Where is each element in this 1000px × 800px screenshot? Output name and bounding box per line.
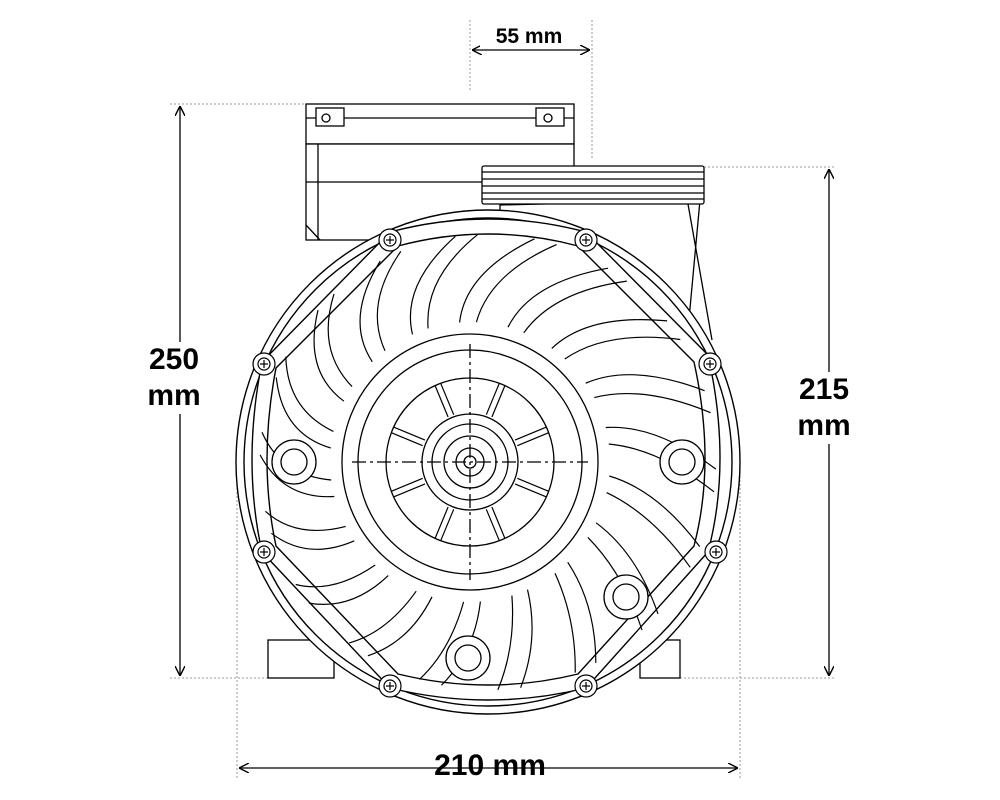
bolt-icon [252,352,276,376]
dimension-label-215: 215 mm [778,372,870,444]
rib-line [609,475,701,547]
rib-line [275,377,331,449]
dimension-215-unit: mm [797,409,851,442]
terminal-box [305,103,575,241]
bolt-icon [378,228,402,252]
spoke-line [440,509,455,541]
spoke-line [393,483,426,498]
rib-line [271,532,355,550]
flange-bolts [252,228,728,698]
rib-line [349,590,417,644]
rib-line [259,454,335,498]
rib-line [507,267,609,328]
spoke-line [491,385,506,418]
bolt-icon [704,540,728,564]
rib-line [427,233,479,329]
spoke-line [434,385,449,418]
rib-line [564,336,681,360]
dimension-250-unit: mm [147,379,201,412]
spoke-line [485,509,500,541]
rib-line [459,238,535,323]
rib-line [295,564,376,588]
rib-line [285,356,334,432]
rib-line [606,492,691,568]
dimension-label-210: 210 mm [434,749,546,782]
spoke-line [491,506,506,539]
spoke-line [514,426,547,441]
bolt-icon [574,228,598,252]
dimension-guides [170,20,835,778]
dimension-250-value: 250 [148,343,200,376]
rib-line [376,251,402,352]
spoke-line [391,432,423,447]
spoke-line [391,477,423,492]
rib-line [567,561,597,663]
bolt-icon [698,352,722,376]
rib-line [594,392,711,414]
rib-line [554,572,576,673]
spoke-line [440,383,455,415]
spoke-line [434,506,449,539]
spoke-line [393,426,426,441]
dimension-215-value: 215 [798,373,850,406]
rib-line [523,280,627,334]
mounting-holes [271,439,705,681]
rib-line [359,260,381,363]
spoke-line [517,432,549,447]
rib-line [313,309,345,402]
dimension-label-250: 250 mm [128,342,220,414]
spoke-line [485,383,500,415]
rib-line [551,319,668,349]
bolt-icon [574,674,598,698]
dimension-label-55: 55 mm [480,24,578,50]
rib-line [595,522,659,615]
rib-line [520,589,533,688]
rib-line [475,244,557,323]
rib-line [585,374,705,392]
bolt-icon [252,540,276,564]
rib-line [308,575,389,605]
rib-line [497,595,514,691]
spoke-line [514,483,547,498]
spoke-line [517,477,549,492]
rib-line [327,293,353,388]
rib-line [418,601,465,680]
rib-line [264,510,346,532]
impeller-cover [341,333,599,591]
impeller-spokes [391,383,549,541]
housing-ribs [259,233,717,691]
rib-line [367,596,433,657]
bolt-icon [378,674,402,698]
rib-line [409,235,456,335]
